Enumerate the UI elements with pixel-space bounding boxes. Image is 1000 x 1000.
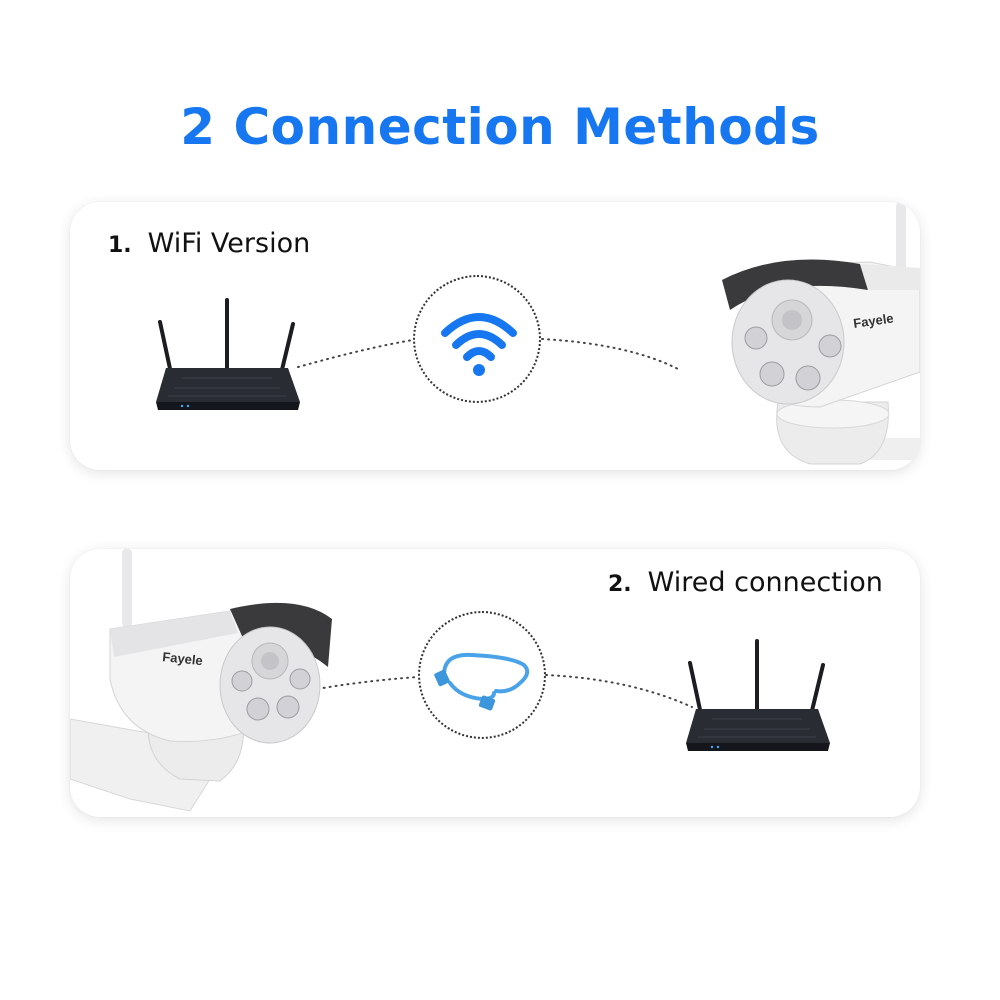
cable-hub [418,611,546,739]
router-icon [686,639,830,751]
connection-dotted-line [297,338,681,371]
security-camera-icon: Fayele [722,202,920,465]
panel-title: WiFi Version [147,228,311,259]
panel-heading: 1. WiFi Version [108,228,310,259]
ethernet-cable-icon [434,652,530,711]
wired-connection-panel: 2. Wired connection Fayele [70,549,920,817]
wifi-hub [413,275,541,403]
camera-brand: Fayele [162,649,204,668]
wifi-icon [441,313,517,376]
panel-number: 2. [608,572,632,597]
page-title: 2 Connection Methods [180,98,820,156]
panel-number: 1. [108,233,132,258]
security-camera-icon: Fayele [70,549,332,812]
router-icon [156,298,300,410]
panel-heading: 2. Wired connection [608,567,883,598]
panel-title: Wired connection [647,567,883,598]
camera-brand: Fayele [852,310,894,330]
wifi-connection-panel: 1. WiFi Version [70,202,920,470]
